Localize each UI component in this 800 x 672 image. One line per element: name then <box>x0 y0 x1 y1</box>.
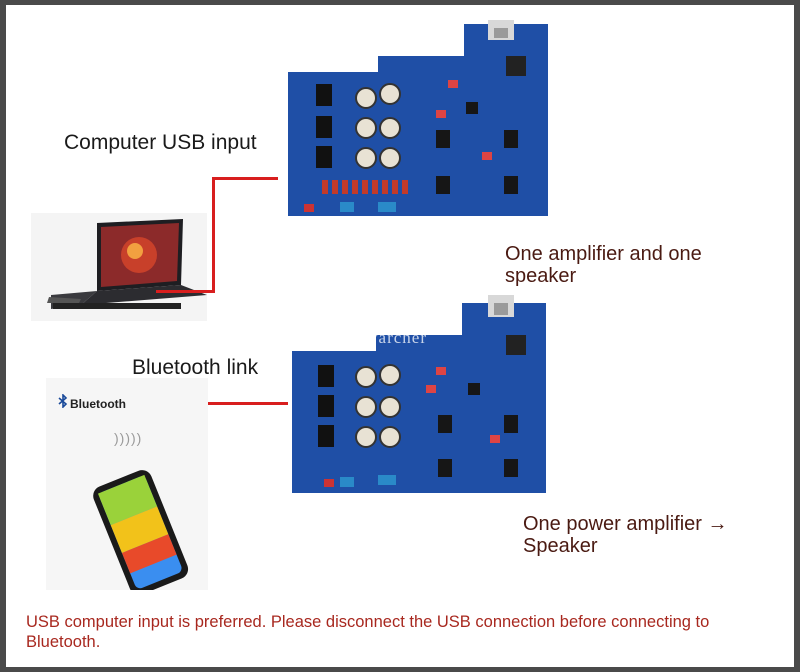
amplifier-board-top <box>286 20 548 216</box>
watermark-text: Nwarcher <box>352 328 428 347</box>
product-illustration: Computer USB input <box>6 5 794 667</box>
laptop-image <box>31 213 207 321</box>
usb-cable-bottom <box>156 290 215 293</box>
bluetooth-brand-text: Bluetooth <box>70 396 126 411</box>
bluetooth-icon <box>58 393 68 413</box>
usb-cable-top <box>212 177 278 180</box>
signal-waves-icon: ))))) <box>114 430 143 446</box>
bluetooth-link-label: Bluetooth link <box>132 356 259 379</box>
computer-usb-input-label: Computer USB input <box>64 131 257 154</box>
one-amplifier-one-speaker-label: One amplifier and one speaker <box>505 243 702 287</box>
bluetooth-cable-top <box>196 402 288 405</box>
one-power-amplifier-speaker-label: One power amplifier → Speaker <box>523 513 728 557</box>
usb-cable-vertical <box>212 177 215 293</box>
amplifier-board-bottom <box>290 295 552 493</box>
usb-preferred-note: USB computer input is preferred. Please … <box>26 613 710 651</box>
bluetooth-phone-image: Bluetooth ))))) <box>46 378 208 590</box>
bluetooth-logo: Bluetooth <box>58 393 126 413</box>
